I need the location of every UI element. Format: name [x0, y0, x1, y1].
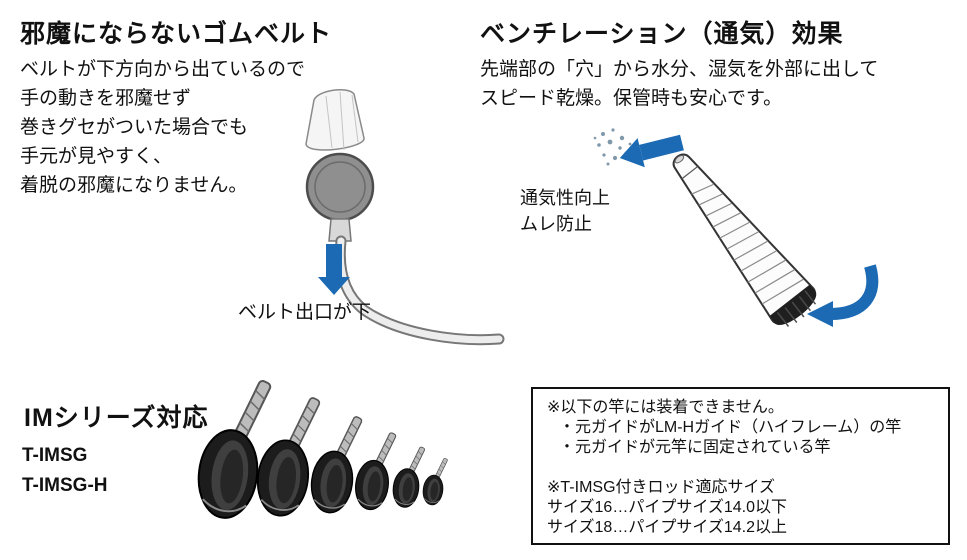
vent-label: 通気性向上	[520, 188, 610, 208]
model-name: T-IMSG	[22, 445, 88, 466]
notice-line	[547, 458, 934, 478]
notice-line: ※以下の竿には装着できません。	[547, 399, 784, 416]
belt-body: ベルトが下方向から出ているので 手の動きを邪魔せず 巻きグセがついた場合でも 手…	[20, 55, 305, 200]
rod-guides-illustration	[192, 378, 449, 523]
vent-label: ムレ防止	[520, 214, 592, 234]
body-line: 手の動きを邪魔せず	[20, 88, 192, 109]
belt-caption: ベルト出口が下	[238, 302, 372, 323]
notice-line: ・元ガイドがLM-Hガイド（ハイフレーム）の竿	[559, 419, 902, 436]
model-name: T-IMSG-H	[22, 475, 108, 496]
notice-line: ・元ガイドが元竿に固定されている竿	[559, 439, 831, 456]
ventilation-illustration	[593, 128, 879, 327]
notice-line: ※T-IMSG付きロッド適応サイズ	[547, 479, 776, 496]
air-in-arrow-icon	[807, 264, 879, 327]
vent-out-arrow-icon	[619, 134, 684, 168]
body-line: 着脱の邪魔になりません。	[20, 175, 248, 196]
spray-dots	[593, 128, 632, 166]
vent-body: 先端部の「穴」から水分、湿気を外部に出して スピード乾燥。保管時も安心です。	[480, 55, 878, 113]
notice-box: ※以下の竿には装着できません。 ・元ガイドがLM-Hガイド（ハイフレーム）の竿 …	[531, 387, 950, 545]
vent-labels: 通気性向上 ムレ防止	[520, 185, 610, 237]
body-line: 先端部の「穴」から水分、湿気を外部に出して	[480, 59, 879, 80]
vent-heading: ベンチレーション（通気）効果	[480, 20, 844, 48]
body-line: スピード乾燥。保管時も安心です。	[480, 88, 783, 109]
model-list: T-IMSG T-IMSG-H	[22, 441, 108, 501]
body-line: 手元が見やすく、	[20, 146, 173, 167]
belt-heading: 邪魔にならないゴムベルト	[20, 20, 333, 48]
down-arrow-icon	[318, 244, 350, 295]
belt-product-illustration	[305, 88, 505, 346]
notice-line: サイズ16…パイプサイズ14.0以下	[547, 499, 787, 516]
body-line: 巻きグセがついた場合でも	[20, 117, 249, 138]
body-line: ベルトが下方向から出ているので	[20, 59, 306, 80]
series-heading: IMシリーズ対応	[24, 404, 209, 432]
notice-line: サイズ18…パイプサイズ14.2以上	[547, 519, 787, 536]
